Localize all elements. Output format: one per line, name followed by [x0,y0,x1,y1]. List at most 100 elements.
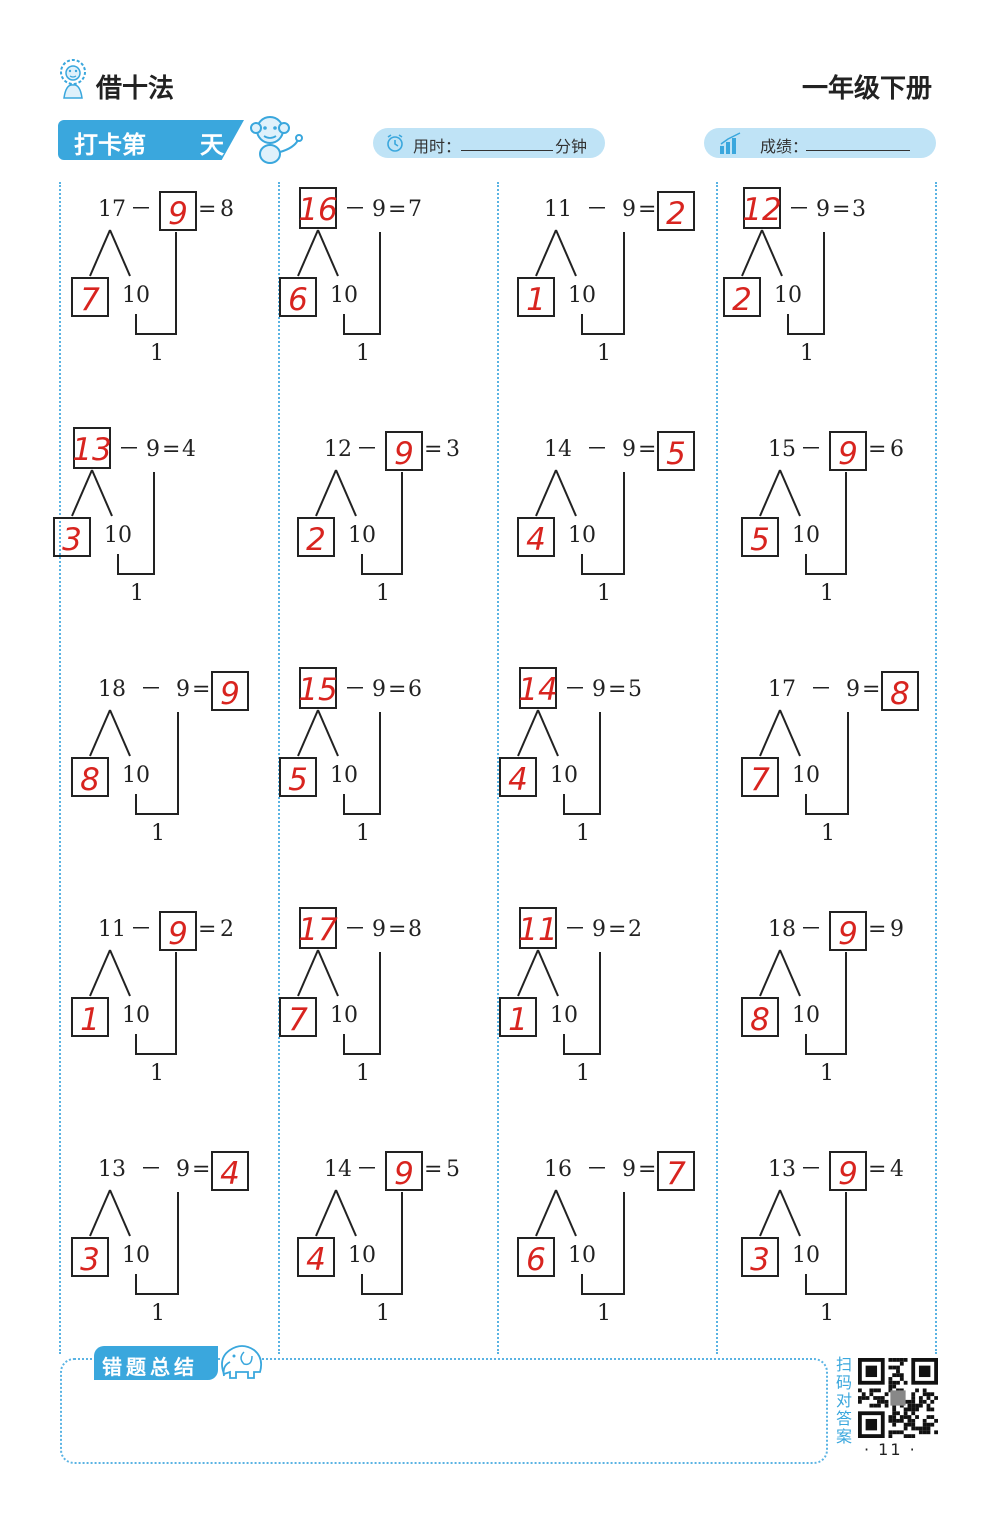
time-blank[interactable] [461,150,553,151]
part-box [71,757,109,797]
qr-module [911,1399,916,1404]
qr-module [911,1396,916,1400]
subtrahend: 9 [816,197,830,222]
qr-module [896,1373,900,1378]
qr-module [899,1430,904,1435]
subtrahend: 9 [592,677,606,702]
part-answer: 7 [288,1002,308,1038]
score-blank[interactable] [806,150,910,151]
answer-box [881,671,919,711]
part-box [517,517,555,557]
subtrahend: 9 [372,197,386,222]
equals-sign: = [198,917,216,942]
branch-line [297,709,319,757]
page-number: · 11 · [864,1440,917,1459]
ten-part: 10 [792,1003,820,1028]
branch-line [297,949,319,997]
equals-sign: = [192,677,210,702]
qr-module [926,1415,931,1419]
part-box [517,1237,555,1277]
bracket-line [361,472,403,575]
qr-module [873,1403,878,1408]
qr-module [877,1399,881,1404]
time-field: 用时： 分钟 [373,128,605,158]
mistake-summary-box[interactable] [60,1358,828,1464]
qr-module [873,1396,878,1400]
branch-line [555,1189,577,1237]
minuend: 13 [98,1157,126,1182]
branch-line [779,1189,801,1237]
difference-part: 1 [576,821,590,846]
qr-module [922,1430,927,1435]
qr-module [877,1396,881,1400]
qr-module [907,1415,912,1419]
written-answer: 15 [298,672,337,708]
part-answer: 8 [750,1002,770,1038]
qr-module [877,1388,881,1393]
part-box [279,757,317,797]
qr-module [930,1392,935,1397]
part-answer: 3 [750,1242,770,1278]
answer-box [159,191,197,231]
qr-module [884,1399,889,1404]
written-answer: 14 [518,672,557,708]
qr-module [892,1380,897,1385]
branch-line [109,709,131,757]
qr-module [907,1403,912,1408]
checkin-banner: 打卡第 天 [58,120,244,160]
bracket-line [563,952,601,1055]
qr-module [892,1384,897,1389]
bracket-line [581,472,625,575]
qr-module [888,1384,893,1389]
bracket-line [361,1192,403,1295]
branch-line [109,949,131,997]
written-answer: 17 [298,912,338,948]
subtrahend: 9 [622,1157,636,1182]
bracket-line [343,952,381,1055]
mistake-summary-tab: 错题总结 [94,1346,218,1380]
minus-sign: － [130,197,152,222]
qr-module [896,1380,900,1385]
ten-part: 10 [774,283,802,308]
qr-code-icon[interactable] [858,1358,938,1438]
qr-module [896,1411,900,1416]
column-divider [497,182,499,1354]
qr-module [918,1403,923,1408]
answer-box [73,427,111,469]
subtrahend: 9 [846,677,860,702]
written-answer: 2 [666,196,686,232]
equals-sign: = [868,917,886,942]
time-unit: 分钟 [555,137,588,156]
qr-module [884,1403,889,1408]
scan-answers-text: 扫码对答案 [836,1355,853,1446]
minus-sign: － [586,197,608,222]
qr-module [922,1392,927,1397]
equals-sign: = [868,437,886,462]
part-box [53,517,91,557]
qr-module [926,1422,931,1427]
monkey-mascot-icon [250,116,303,164]
qr-module [911,1403,916,1408]
difference-part: 1 [130,581,144,606]
qr-module [930,1415,935,1419]
branch-line [315,469,337,517]
qr-module [926,1426,931,1431]
equals-sign: = [162,437,180,462]
branch-line [535,469,557,517]
minuend: 11 [98,917,126,942]
branch-line [759,1189,781,1237]
difference-part: 1 [356,821,370,846]
part-answer: 1 [80,1002,100,1038]
equals-sign: = [198,197,216,222]
written-answer: 9 [168,916,188,952]
qr-module [911,1392,916,1397]
part-box [741,757,779,797]
